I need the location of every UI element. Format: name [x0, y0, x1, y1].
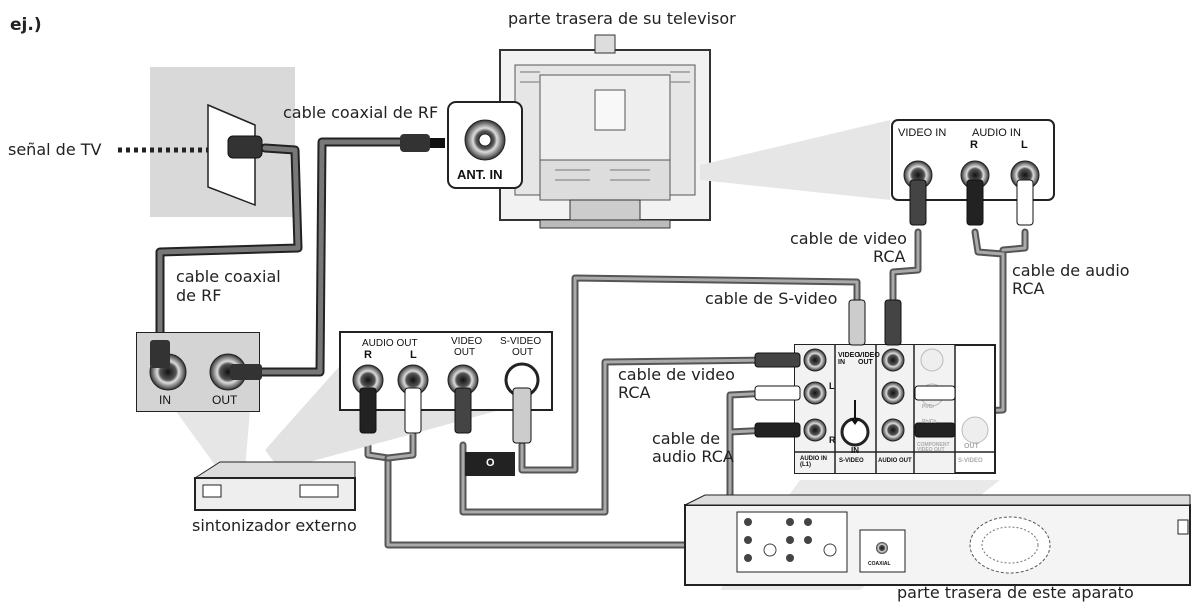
audio-rca-mid-label-1: cable de [652, 429, 721, 448]
svideo-out-label-2: OUT [512, 347, 534, 358]
tv-audio-l-label: L [1021, 139, 1028, 151]
out-l-label: L [410, 349, 417, 361]
rec-l-label: L [829, 381, 835, 391]
rf-plug-tv [400, 134, 430, 152]
tv-video-in-label: VIDEO IN [898, 127, 947, 139]
rec-r-label: R [829, 435, 836, 445]
example-label: ej.) [10, 15, 42, 35]
recorder-device [684, 494, 1191, 586]
ant-in-label: ANT. IN [457, 167, 503, 182]
rec-video-out-jack [881, 348, 905, 372]
video-out-label-1: VIDEO [451, 336, 483, 347]
audio-rca-mid-label-2: audio RCA [652, 447, 734, 466]
svideo-cable-label: cable de S-video [705, 289, 838, 308]
out-r-label: R [364, 349, 372, 361]
rec-video-out-label: VIDEO OUT [858, 352, 880, 366]
tuner-caption: sintonizador externo [192, 516, 357, 535]
rec-audio-r-jack [803, 418, 827, 442]
video-rca-top-label-2: RCA [873, 247, 906, 266]
rec-audio-out-l-jack [881, 381, 905, 405]
audio-rca-right-label-2: RCA [1012, 279, 1045, 298]
rf-cable-top-label: cable coaxial de RF [283, 103, 439, 122]
outputs-zoom-beam [265, 360, 345, 450]
tv-audio-in-label: AUDIO IN [972, 127, 1021, 139]
video-out-label-2: OUT [454, 347, 476, 358]
tv-audio-r-label: R [970, 139, 978, 151]
tuner-in-label: IN [159, 393, 171, 407]
rec-audio-out-r-jack [881, 418, 905, 442]
tv-rear [499, 34, 711, 229]
recorder-caption: parte trasera de este aparato [897, 583, 1134, 602]
tv-zoom-beam [700, 120, 890, 200]
rec-out-label: OUT [964, 443, 979, 450]
recorder-coaxial-label: COAXIAL [868, 561, 891, 567]
switch-label: O [486, 457, 495, 469]
video-rca-mid-label-1: cable de video [618, 365, 735, 384]
svideo-out-label-1: S-VIDEO [500, 336, 542, 347]
tuner-device-top [193, 461, 356, 479]
rec-audio-out-label: AUDIO OUT [878, 458, 912, 464]
rec-video-in-label: VIDEO IN [838, 352, 860, 366]
rec-pbcb-label: Pb/Cb [922, 419, 937, 425]
rec-svideo2-label: S-VIDEO [958, 458, 983, 464]
switch-box [465, 452, 515, 476]
rec-audio-in-label: AUDIO IN (L1) [800, 456, 827, 468]
rec-svideo-label: S-VIDEO [839, 458, 864, 464]
rf-cable-left-label-1: cable coaxial [176, 267, 281, 286]
tv-signal-label: señal de TV [8, 140, 102, 159]
video-rca-top-label-1: cable de video [790, 229, 907, 248]
tuner-out-label: OUT [212, 393, 238, 407]
rec-audio-l-jack [803, 381, 827, 405]
audio-rca-right-label-1: cable de audio [1012, 261, 1130, 280]
audio-out-label: AUDIO OUT [362, 338, 418, 349]
rf-cable-left-label-2: de RF [176, 286, 222, 305]
rec-prpcr-label: Pr/Cr [922, 404, 935, 410]
tv-caption: parte trasera de su televisor [508, 9, 736, 28]
rf-plug-wall [227, 135, 263, 159]
rec-in-label: IN [851, 446, 859, 455]
rec-video-in-jack [803, 348, 827, 372]
rec-component-label: COMPONENT VIDEO OUT [917, 442, 950, 453]
tuner-zoom-beam [175, 410, 250, 470]
video-rca-mid-label-2: RCA [618, 383, 651, 402]
